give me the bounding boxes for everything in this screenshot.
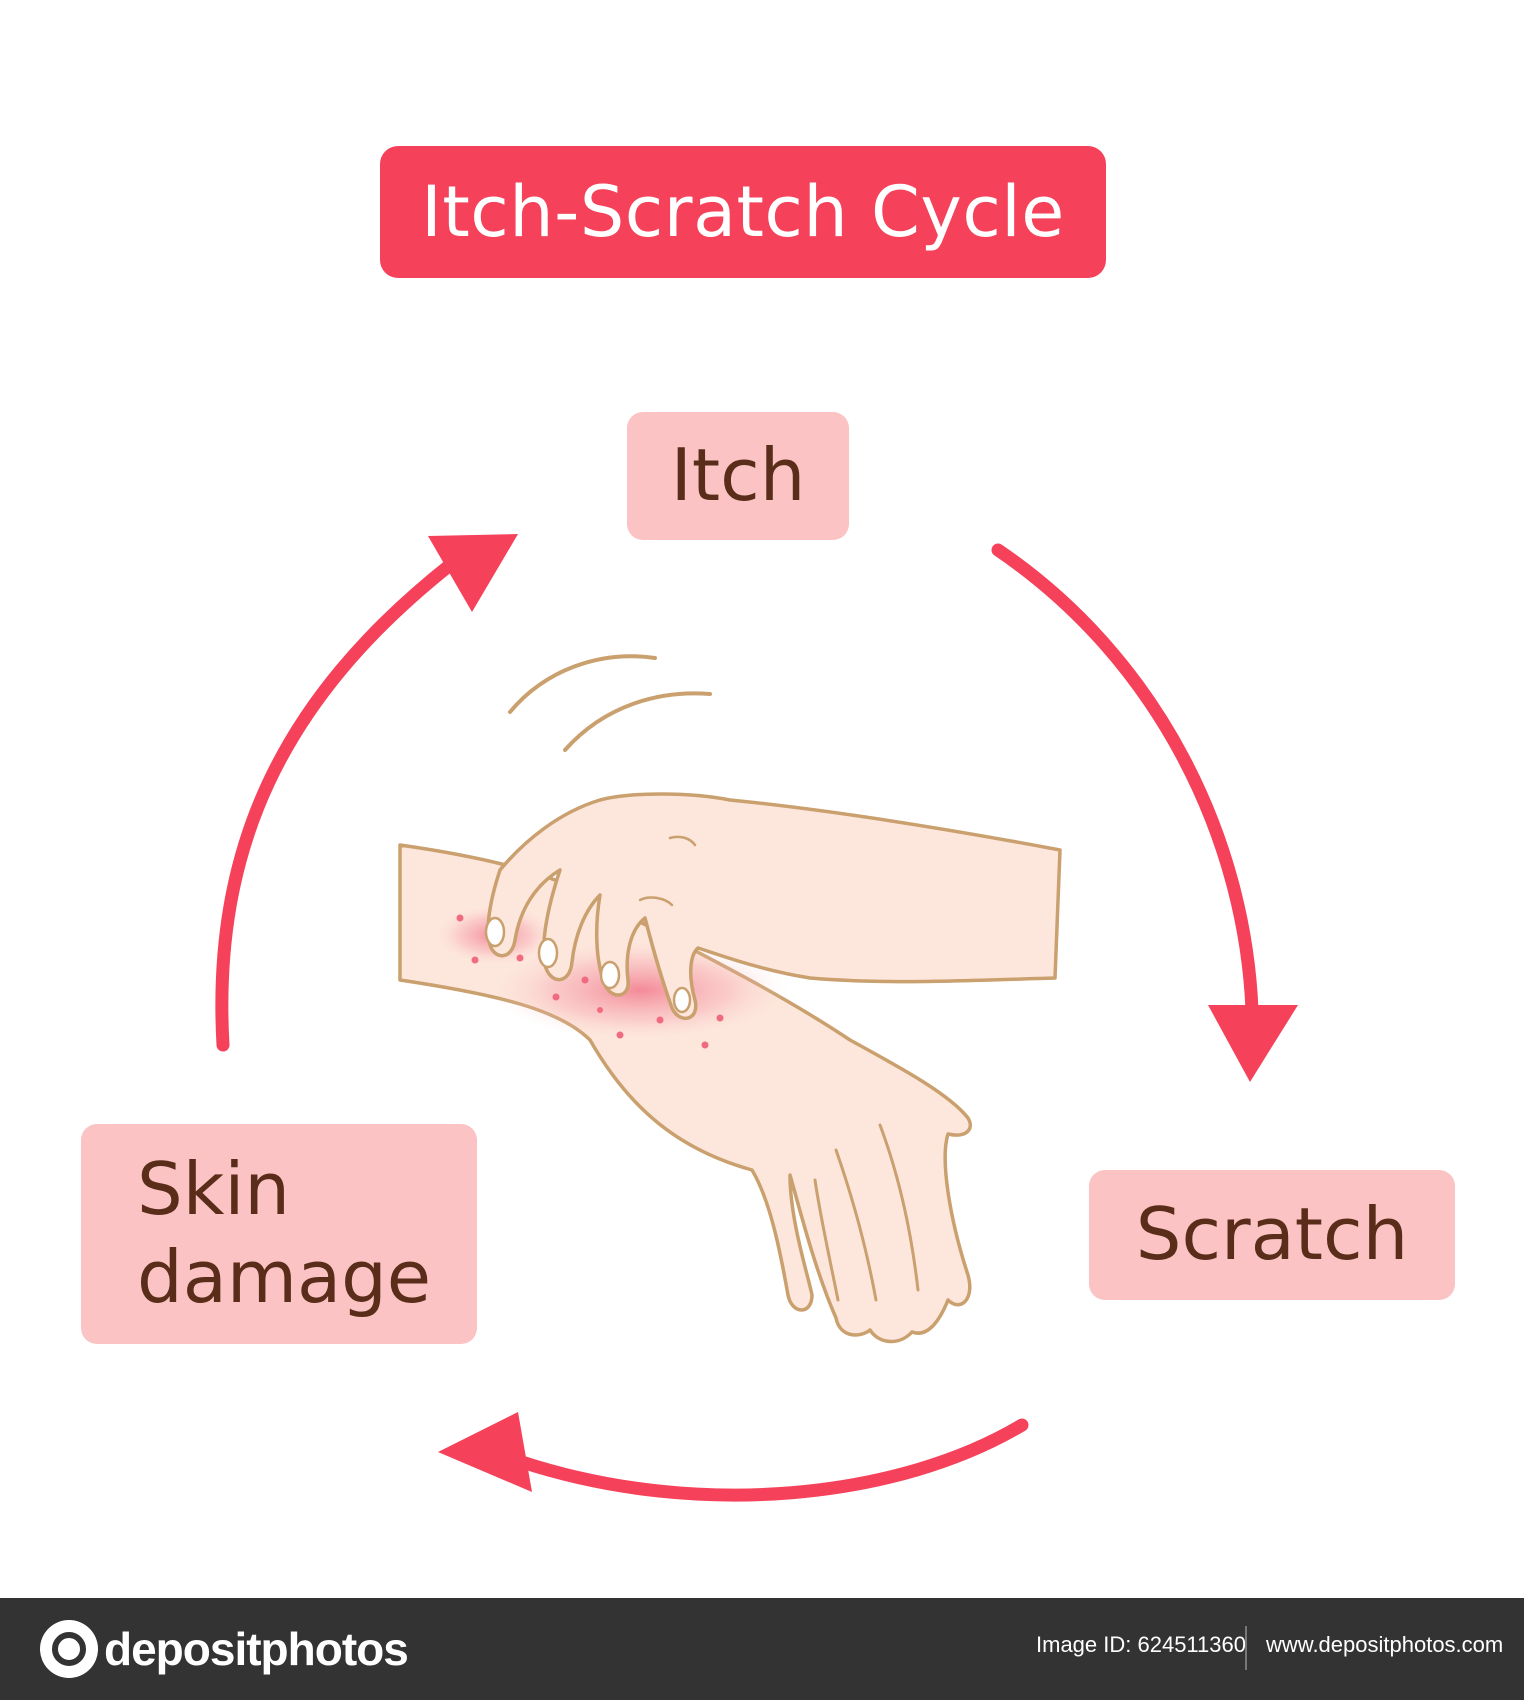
arrow-itch-to-scratch [991, 543, 1298, 1082]
cycle-illustration [215, 534, 1298, 1502]
image-id: Image ID: 624511360 [1036, 1632, 1246, 1657]
footer-url: www.depositphotos.com [1266, 1632, 1504, 1657]
motion-lines [508, 654, 712, 752]
camera-icon [40, 1620, 98, 1678]
title-banner: Itch-Scratch Cycle [380, 146, 1106, 278]
arrow-skin-to-itch [215, 534, 518, 1052]
scratching-hand [484, 792, 1062, 1020]
node-skin-damage: Skin damage [81, 1124, 477, 1344]
rash-dots [456, 914, 724, 1049]
node-scratch-label: Scratch [1135, 1192, 1409, 1277]
diagram-title: Itch-Scratch Cycle [421, 171, 1065, 253]
brand-logo: depositphotos [40, 1618, 409, 1680]
arrow-scratch-to-skin [438, 1412, 1029, 1502]
node-skin-damage-label: Skin damage [137, 1147, 432, 1319]
diagram-canvas: Itch-Scratch Cycle [81, 146, 1455, 1502]
node-scratch: Scratch [1089, 1170, 1455, 1300]
node-itch-label: Itch [670, 433, 806, 518]
scratched-arm [398, 843, 972, 1344]
node-itch: Itch [627, 412, 849, 540]
footer-divider [1245, 1626, 1247, 1670]
brand-name: depositphotos [104, 1623, 409, 1675]
watermark-footer: depositphotos Image ID: 624511360 www.de… [0, 1598, 1524, 1700]
